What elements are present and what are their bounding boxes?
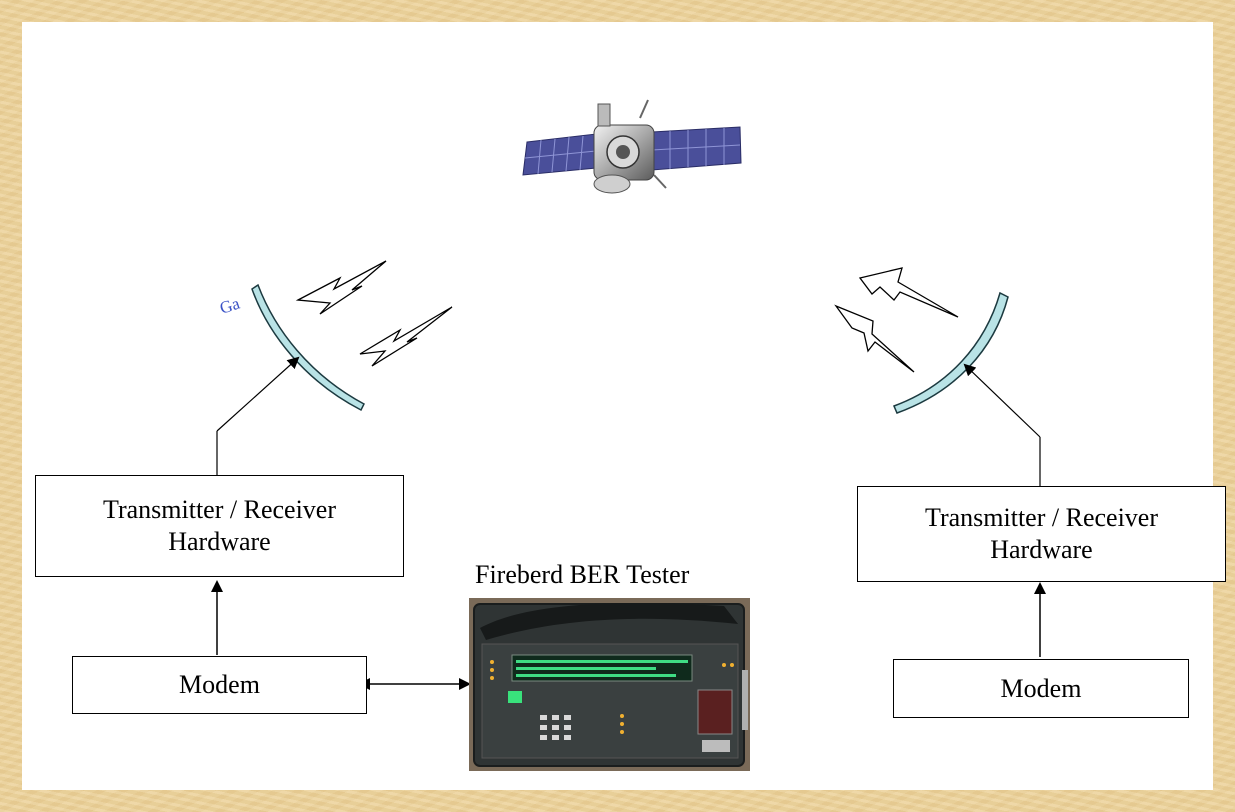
left-hardware-label: Transmitter / Receiver Hardware xyxy=(103,495,336,556)
right-modem-label: Modem xyxy=(1000,673,1082,703)
ber-tester-label: Fireberd BER Tester xyxy=(475,560,690,589)
left-feed-to-dish-arrow xyxy=(216,356,300,432)
right-transmitter-receiver-box: Transmitter / Receiver Hardware xyxy=(857,486,1226,582)
left-modem-label: Modem xyxy=(179,670,260,699)
left-modem-box: Modem xyxy=(72,656,367,714)
lightning-bolt-icon xyxy=(834,304,915,373)
satellite-body xyxy=(593,99,667,194)
ber-tester-device-icon xyxy=(469,598,750,771)
lightning-bolt-icon xyxy=(295,260,387,315)
satellite-right-solar-panel xyxy=(651,126,742,171)
lightning-bolt-icon xyxy=(359,306,453,367)
right-modem-box: Modem xyxy=(893,659,1189,718)
left-dish-antenna-icon xyxy=(251,283,365,412)
right-feed-to-dish-arrow xyxy=(963,363,1041,438)
lightning-bolt-icon xyxy=(858,267,959,318)
left-dish-glyph: Ga xyxy=(217,293,242,317)
satellite-icon xyxy=(522,99,742,194)
left-transmitter-receiver-box: Transmitter / Receiver Hardware xyxy=(35,475,404,577)
satellite-left-solar-panel xyxy=(522,133,597,176)
right-hardware-label: Transmitter / Receiver Hardware xyxy=(925,503,1158,564)
right-dish-antenna-icon xyxy=(893,291,1009,414)
